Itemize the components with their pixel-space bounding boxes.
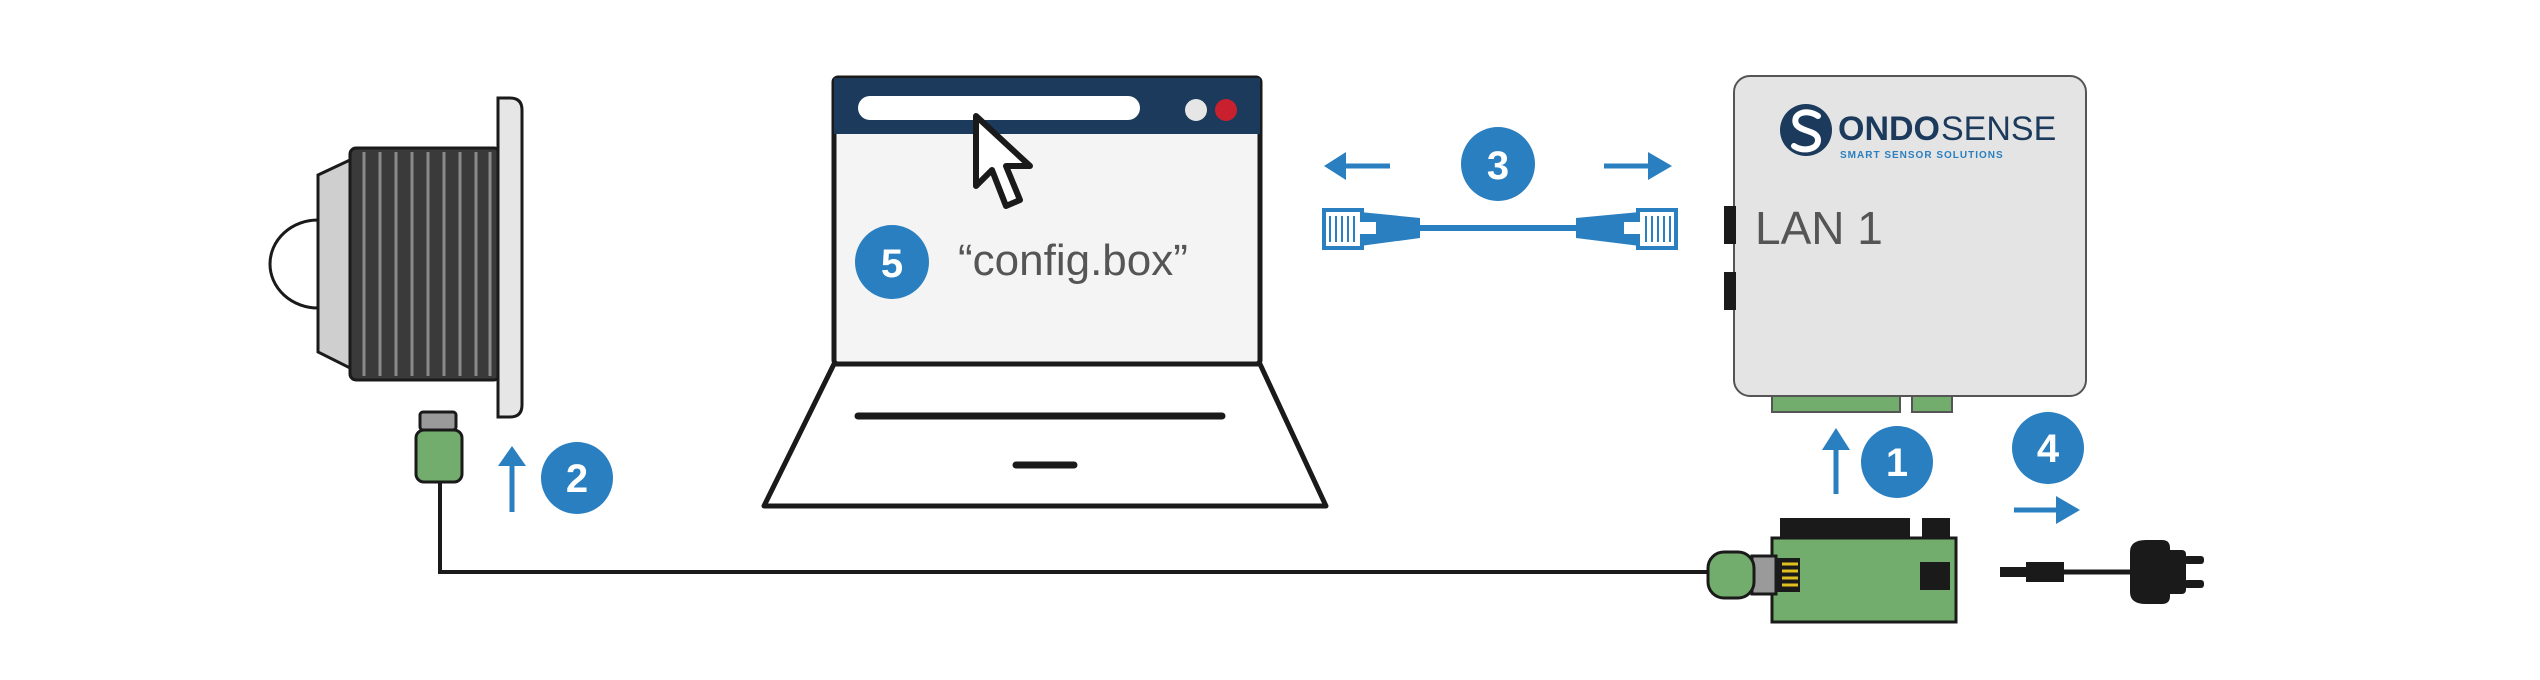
lan-port (1724, 272, 1736, 310)
config-box: LAN 1 (1724, 75, 2087, 413)
logo-tagline: SMART SENSOR SOLUTIONS (1840, 150, 2004, 161)
svg-text:2: 2 (566, 457, 588, 501)
logo-brand-right: SENSE (1941, 110, 2056, 148)
step-badge-1: 1 (1861, 426, 1933, 498)
step-badge-5: 5 (855, 225, 929, 299)
rj45-plug-icon (1322, 208, 1420, 250)
svg-text:3: 3 (1487, 144, 1509, 188)
arrow-icon (1324, 152, 1390, 180)
arrow-icon (1604, 152, 1672, 180)
rj45-plug-icon (1576, 208, 1678, 250)
svg-text:1: 1 (1886, 441, 1908, 485)
terminal-block (1771, 395, 1901, 413)
interface-board (1706, 518, 1958, 624)
close-icon[interactable] (1215, 99, 1237, 121)
arrow-icon (498, 446, 526, 512)
ethernet-cable (1322, 208, 1678, 250)
ultrasonic-sensor (268, 96, 524, 419)
pin-header (1776, 558, 1800, 592)
laptop (761, 75, 1329, 509)
svg-text:5: 5 (881, 242, 903, 286)
lan-label: LAN 1 (1755, 202, 1883, 254)
arrow-icon (1822, 428, 1850, 494)
address-bar[interactable] (858, 96, 1140, 120)
step-badge-2: 2 (541, 442, 613, 514)
lan-port (1724, 206, 1736, 244)
url-text: “config.box” (958, 236, 1188, 285)
step-badge-4: 4 (2012, 412, 2084, 484)
terminal-block (1911, 395, 1953, 413)
ondosense-logo: ONDO SENSE SMART SENSOR SOLUTIONS (1780, 104, 2056, 161)
sensor-cable (438, 482, 1712, 574)
minimize-icon[interactable] (1185, 99, 1207, 121)
logo-brand-left: ONDO (1838, 110, 1940, 148)
sensor-connector (414, 410, 464, 484)
power-plug-icon (2000, 540, 2204, 604)
cursor-icon (973, 113, 1033, 209)
step-badge-3: 3 (1461, 127, 1535, 201)
svg-text:4: 4 (2037, 427, 2060, 471)
arrow-icon (2014, 496, 2080, 524)
